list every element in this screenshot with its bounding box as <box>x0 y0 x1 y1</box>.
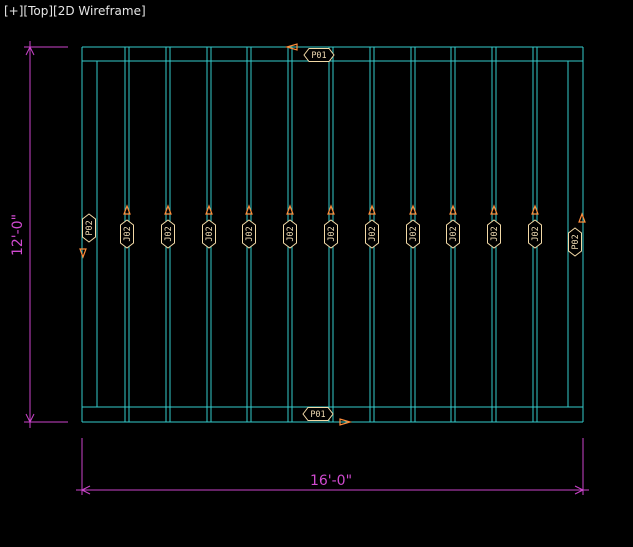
joist-tag: J02 <box>528 219 542 249</box>
tag-text: P02 <box>571 234 581 249</box>
tag-outline <box>406 219 420 249</box>
tag-text: J02 <box>327 226 337 241</box>
dim-arrow-icon <box>25 46 31 56</box>
tag-outline <box>568 227 582 257</box>
tag-text: P01 <box>311 51 326 61</box>
dim-arrow-icon <box>574 489 584 495</box>
joist-tag: J02 <box>365 219 379 249</box>
plate-tag-top: P01 <box>303 48 335 62</box>
joist-direction-arrow-icon <box>164 204 172 215</box>
tag-outline <box>120 219 134 249</box>
dim-arrow-icon <box>81 485 91 491</box>
plate-direction-arrow-icon <box>339 418 353 426</box>
tag-outline <box>242 219 256 249</box>
tag-text: P01 <box>310 410 325 420</box>
joist-tag: J02 <box>406 219 420 249</box>
tag-outline <box>302 407 334 421</box>
joist-direction-arrow-icon <box>449 204 457 215</box>
dimension-lines <box>24 41 589 495</box>
tag-outline <box>202 219 216 249</box>
dim-arrow-icon <box>29 413 35 423</box>
tag-text: J02 <box>245 226 255 241</box>
tag-text: J02 <box>449 226 459 241</box>
joist-direction-arrow-icon <box>123 204 131 215</box>
joist-direction-arrow-icon <box>409 204 417 215</box>
tag-text: J02 <box>123 226 133 241</box>
joist-direction-arrow-icon <box>245 204 253 215</box>
joist-direction-arrow-icon <box>368 204 376 215</box>
tag-text: J02 <box>409 226 419 241</box>
height-dimension-text: 12'-0" <box>10 214 26 256</box>
tag-text: J02 <box>490 226 500 241</box>
joist-direction-arrow-icon <box>286 204 294 215</box>
joist-tag: J02 <box>242 219 256 249</box>
tag-outline <box>487 219 501 249</box>
tag-text: J02 <box>164 226 174 241</box>
joist-tag: J02 <box>324 219 338 249</box>
width-dimension-text: 16'-0" <box>310 473 352 489</box>
tag-outline <box>283 219 297 249</box>
joist-tag: J02 <box>202 219 216 249</box>
tag-outline <box>365 219 379 249</box>
joist-direction-arrow-icon <box>490 204 498 215</box>
joist-tag: J02 <box>161 219 175 249</box>
joist-direction-arrow-icon <box>531 204 539 215</box>
dim-arrow-icon <box>81 489 91 495</box>
joist-tag: J02 <box>487 219 501 249</box>
tag-text: J02 <box>368 226 378 241</box>
plate-direction-arrow-icon <box>79 248 87 259</box>
plate-tag-right: P02 <box>568 227 582 257</box>
plate-tag-bottom: P01 <box>302 407 334 421</box>
viewport-controls-label[interactable]: [+][Top][2D Wireframe] <box>4 4 146 18</box>
joist-direction-arrow-icon <box>327 204 335 215</box>
tag-outline <box>324 219 338 249</box>
plate-direction-arrow-icon <box>284 43 298 51</box>
tag-text: J02 <box>286 226 296 241</box>
joist-tag: J02 <box>446 219 460 249</box>
tag-text: J02 <box>205 226 215 241</box>
dim-arrow-icon <box>574 485 584 491</box>
joist-tag: J02 <box>283 219 297 249</box>
tag-outline <box>303 48 335 62</box>
plate-direction-arrow-icon <box>578 212 586 223</box>
dim-arrow-icon <box>29 46 35 56</box>
tag-outline <box>161 219 175 249</box>
joist-direction-arrow-icon <box>205 204 213 215</box>
tag-outline <box>528 219 542 249</box>
plate-tag-left: P02 <box>82 213 96 243</box>
tag-text: P02 <box>85 220 95 235</box>
tag-outline <box>446 219 460 249</box>
dim-arrow-icon <box>25 413 31 423</box>
joist-tag: J02 <box>120 219 134 249</box>
tag-text: J02 <box>531 226 541 241</box>
tag-outline <box>82 213 96 243</box>
